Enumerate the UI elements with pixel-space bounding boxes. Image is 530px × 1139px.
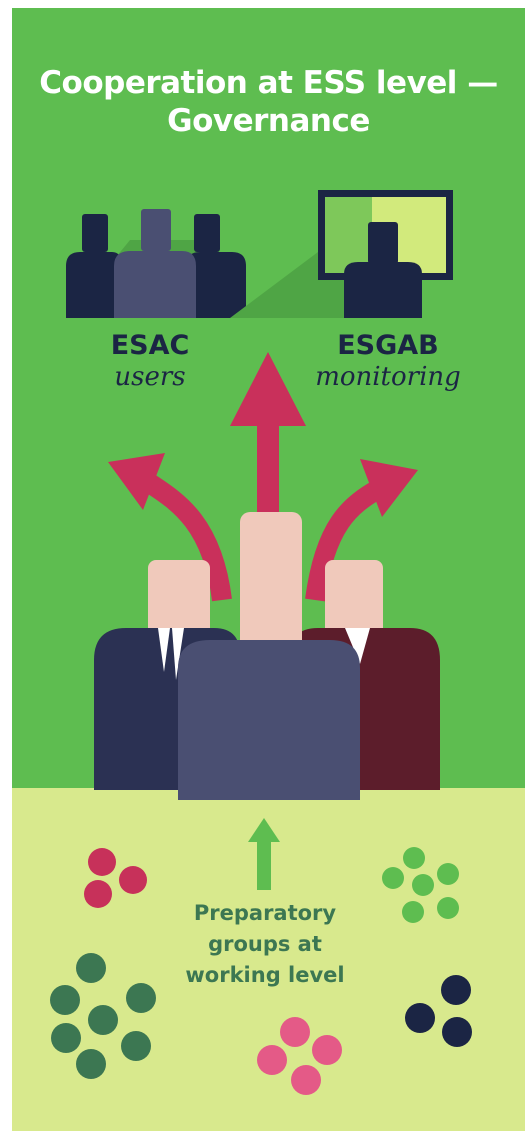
dots-pink (257, 1017, 342, 1095)
arrow-right-head (360, 459, 418, 517)
esgab-monitor-icon (318, 190, 453, 318)
dots-crimson (84, 848, 147, 908)
dots-light-green (382, 847, 459, 923)
prep-line-2: groups at (208, 932, 322, 956)
page-title: Cooperation at ESS level — Governance (12, 64, 525, 140)
arrow-up-head (230, 352, 306, 426)
esac-role: users (114, 362, 186, 392)
title-line-2: Governance (167, 103, 370, 139)
preparatory-groups-label: Preparatory groups at working level (160, 898, 370, 991)
esac-label: ESAC users (60, 330, 240, 392)
esgab-label: ESGAB monitoring (298, 330, 478, 392)
people-group (94, 512, 440, 800)
esac-users-icon (66, 209, 246, 318)
esac-name: ESAC (110, 330, 190, 361)
title-line-1: Cooperation at ESS level — (39, 65, 498, 101)
prep-line-3: working level (185, 963, 345, 987)
esgab-name: ESGAB (337, 330, 439, 361)
prep-line-1: Preparatory (193, 901, 337, 925)
arrow-left-head (108, 453, 165, 510)
small-up-arrow (248, 818, 280, 890)
dots-navy (405, 975, 472, 1047)
dots-dark-green (50, 953, 156, 1079)
esgab-role: monitoring (315, 362, 461, 392)
